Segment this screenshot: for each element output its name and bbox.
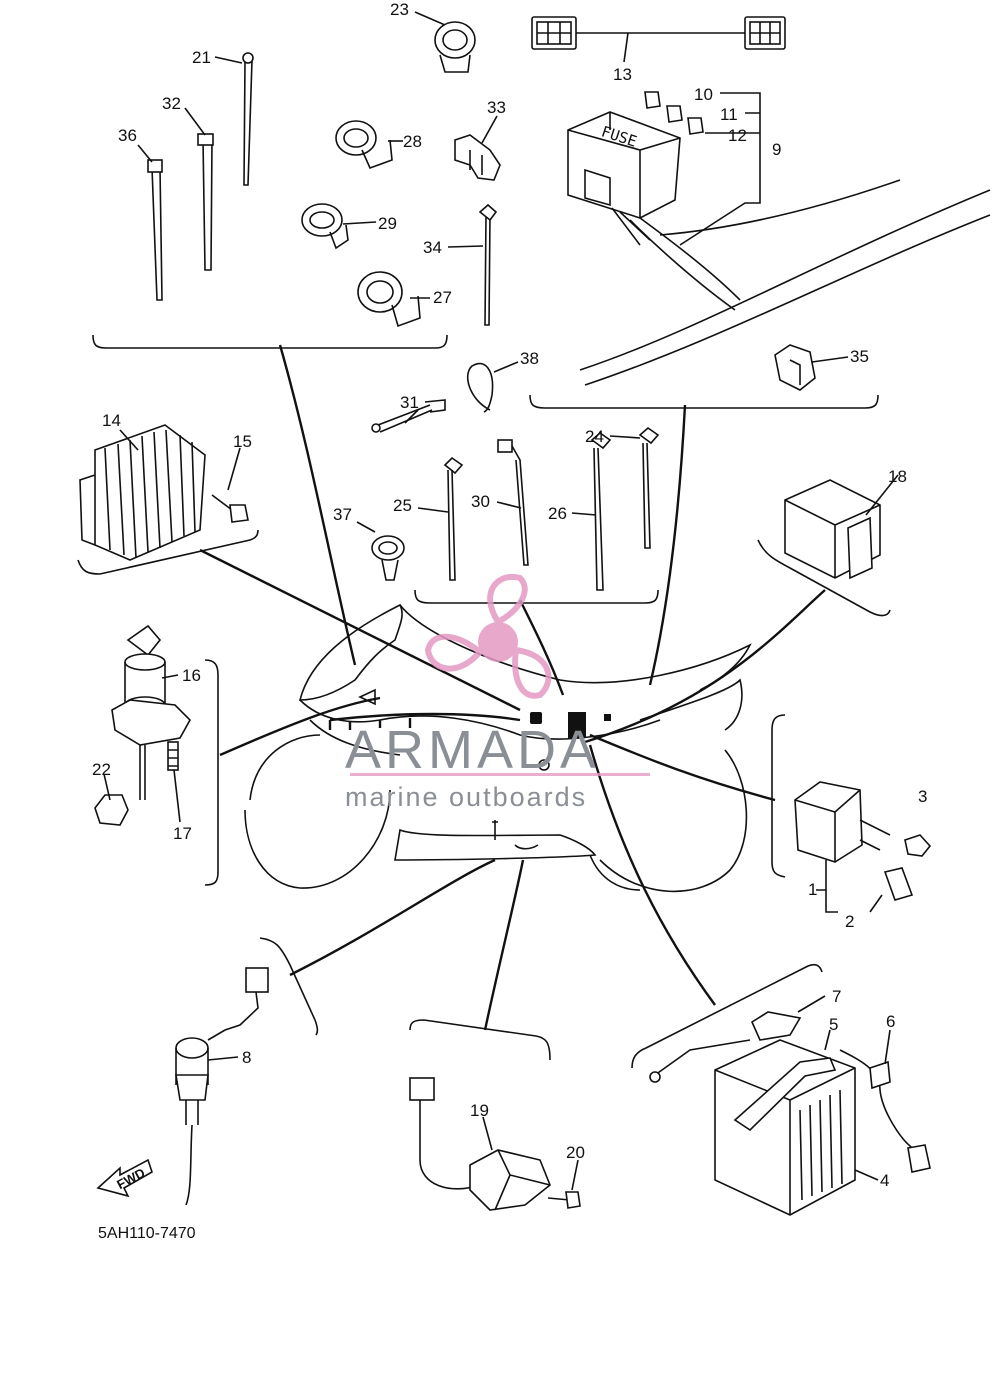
callout-16: 16 <box>182 666 201 685</box>
callout-4: 4 <box>880 1171 889 1190</box>
watermark-brand: ARMADA <box>345 720 600 780</box>
callout-25: 25 <box>393 496 412 515</box>
part-13-connector-lead <box>531 16 786 50</box>
callout-10: 10 <box>694 85 713 104</box>
watermark-tagline: marine outboards <box>345 782 587 812</box>
callout-13: 13 <box>613 65 632 84</box>
callout-27: 27 <box>433 288 452 307</box>
callout-21: 21 <box>192 48 211 67</box>
callout-1: 1 <box>808 880 817 899</box>
callout-5: 5 <box>829 1015 838 1034</box>
callout-30: 30 <box>471 492 490 511</box>
callout-14: 14 <box>102 411 121 430</box>
callout-18: 18 <box>888 467 907 486</box>
sensor-8 <box>175 967 269 1206</box>
callout-leaders <box>103 11 899 1191</box>
fuse-box-harness: FUSE <box>567 91 991 386</box>
callout-9: 9 <box>772 140 781 159</box>
callout-24: 24 <box>585 427 604 446</box>
callout-32: 32 <box>162 94 181 113</box>
flasher-19 <box>409 1077 581 1211</box>
fuse-label: FUSE <box>599 122 639 150</box>
callout-37: 37 <box>333 505 352 524</box>
regulator-14 <box>79 424 249 561</box>
watermark: ARMADA marine outboards <box>345 573 650 812</box>
fwd-direction-arrow: FWD <box>96 1158 153 1198</box>
callout-11: 11 <box>720 105 738 124</box>
callout-12: 12 <box>728 126 747 145</box>
callout-8: 8 <box>242 1048 251 1067</box>
callout-31: 31 <box>400 393 419 412</box>
battery-4 <box>649 1011 931 1216</box>
drawing-code: 5AH110-7470 <box>98 1225 196 1242</box>
callout-23: 23 <box>390 0 409 19</box>
callout-38: 38 <box>520 349 539 368</box>
callout-numbers: 1 2 3 4 5 6 7 8 9 10 11 12 13 14 15 16 1… <box>92 0 927 1190</box>
relay-18 <box>784 479 881 580</box>
callout-20: 20 <box>566 1143 585 1162</box>
callout-3: 3 <box>918 787 927 806</box>
callout-19: 19 <box>470 1101 489 1120</box>
callout-29: 29 <box>378 214 397 233</box>
callout-17: 17 <box>173 824 192 843</box>
callout-34: 34 <box>423 238 442 257</box>
callout-33: 33 <box>487 98 506 117</box>
callout-35: 35 <box>850 347 869 366</box>
callout-28: 28 <box>403 132 422 151</box>
leader-lines <box>199 344 826 1031</box>
starter-relay-1 <box>794 781 932 913</box>
main-switch-16 <box>94 624 191 826</box>
group-brackets <box>77 334 891 1069</box>
callout-6: 6 <box>886 1012 895 1031</box>
callout-2: 2 <box>845 912 854 931</box>
callout-36: 36 <box>118 126 137 145</box>
callout-22: 22 <box>92 760 111 779</box>
callout-15: 15 <box>233 432 252 451</box>
brackets-33-35 <box>454 134 816 391</box>
cable-ties-upper <box>147 52 498 326</box>
propeller-logo <box>424 573 552 699</box>
clamps <box>301 21 476 581</box>
motorcycle-outline <box>244 603 752 893</box>
callout-26: 26 <box>548 504 567 523</box>
callout-7: 7 <box>832 987 841 1006</box>
